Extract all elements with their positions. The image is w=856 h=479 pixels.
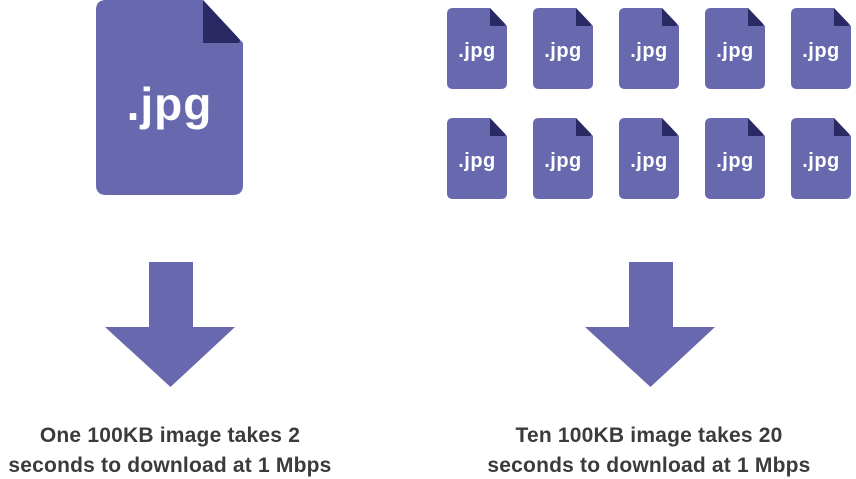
file-fold-corner xyxy=(203,0,241,43)
file-fold-corner xyxy=(490,118,506,136)
jpg-file-icon-small: .jpg xyxy=(705,118,765,199)
file-fold-corner xyxy=(834,118,850,136)
file-fold-corner xyxy=(748,118,764,136)
file-shape-large xyxy=(96,0,243,195)
file-body xyxy=(791,8,851,89)
file-body xyxy=(447,118,507,199)
jpg-file-icon-small: .jpg xyxy=(791,8,851,89)
file-shape-small xyxy=(619,8,679,89)
right-caption: Ten 100KB image takes 20 seconds to down… xyxy=(469,421,829,479)
file-fold-corner xyxy=(576,118,592,136)
file-body xyxy=(705,118,765,199)
download-arrow-icon xyxy=(585,262,715,404)
jpg-file-icon-small: .jpg xyxy=(447,8,507,89)
file-shape-small xyxy=(447,118,507,199)
file-shape-small xyxy=(447,8,507,89)
jpg-file-icon-small: .jpg xyxy=(447,118,507,199)
file-fold-corner xyxy=(490,8,506,26)
file-shape-small xyxy=(533,118,593,199)
file-body xyxy=(447,8,507,89)
file-extension-label: .jpg xyxy=(630,149,668,172)
file-fold-corner xyxy=(576,8,592,26)
file-extension-label: .jpg xyxy=(802,39,840,62)
left-caption-line1: One 100KB image takes 2 xyxy=(39,424,301,447)
file-shape-small xyxy=(533,8,593,89)
file-shape-small xyxy=(619,118,679,199)
file-fold-corner xyxy=(834,8,850,26)
arrow-purple xyxy=(105,262,235,387)
jpg-file-icon-small: .jpg xyxy=(533,118,593,199)
file-body xyxy=(619,8,679,89)
jpg-files-grid: .jpg .jpg .jpg .jpg .jpg xyxy=(447,8,851,199)
left-caption-line2: seconds to download at 1 Mbps xyxy=(8,454,332,477)
file-fold-corner xyxy=(662,8,678,26)
right-caption-line1: Ten 100KB image takes 20 xyxy=(515,424,783,447)
file-shape-small xyxy=(705,8,765,89)
file-fold-corner xyxy=(748,8,764,26)
file-body xyxy=(791,118,851,199)
jpg-file-icon-small: .jpg xyxy=(705,8,765,89)
file-extension-label: .jpg xyxy=(544,149,582,172)
right-caption-line2: seconds to download at 1 Mbps xyxy=(487,454,811,477)
file-extension-label: .jpg xyxy=(126,77,213,130)
jpg-file-icon-small: .jpg xyxy=(791,118,851,199)
file-extension-label: .jpg xyxy=(458,39,496,62)
file-body xyxy=(96,0,243,195)
arrow-purple xyxy=(585,262,715,387)
file-body xyxy=(705,8,765,89)
file-extension-label: .jpg xyxy=(630,39,668,62)
file-body xyxy=(533,8,593,89)
jpg-file-icon-small: .jpg xyxy=(619,8,679,89)
file-body xyxy=(619,118,679,199)
file-fold-corner xyxy=(662,118,678,136)
file-body xyxy=(533,118,593,199)
file-shape-small xyxy=(791,118,851,199)
file-extension-label: .jpg xyxy=(458,149,496,172)
file-extension-label: .jpg xyxy=(802,149,840,172)
file-shape-small xyxy=(705,118,765,199)
file-extension-label: .jpg xyxy=(716,39,754,62)
download-arrow-icon xyxy=(105,262,235,404)
file-extension-label: .jpg xyxy=(544,39,582,62)
jpg-file-icon-small: .jpg xyxy=(619,118,679,199)
file-shape-small xyxy=(791,8,851,89)
left-caption: One 100KB image takes 2 seconds to downl… xyxy=(0,421,350,479)
file-extension-label: .jpg xyxy=(716,149,754,172)
jpg-file-icon-small: .jpg xyxy=(533,8,593,89)
jpg-file-icon-large: .jpg xyxy=(96,0,243,195)
